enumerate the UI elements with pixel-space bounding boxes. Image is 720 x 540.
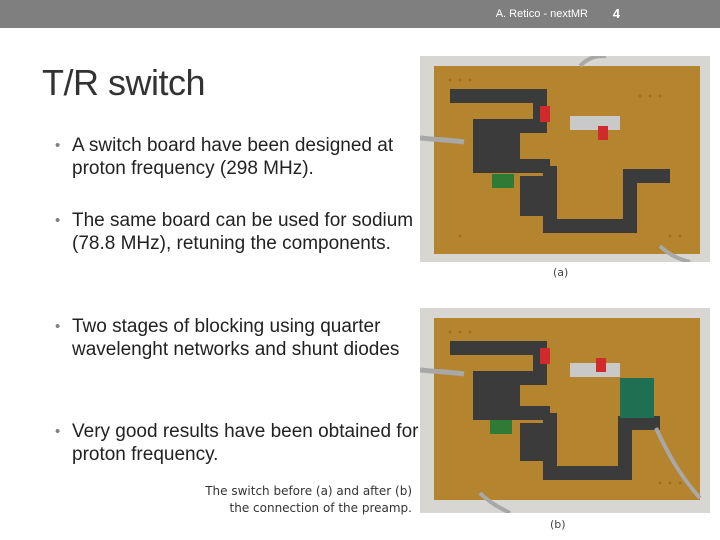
photo-switch-after bbox=[420, 308, 710, 513]
figure-caption: The switch before (a) and after (b) the … bbox=[180, 483, 412, 517]
photo-label-b: (b) bbox=[550, 518, 566, 531]
pcb-photo-icon bbox=[420, 56, 710, 262]
bullet-item: Two stages of blocking using quarter wav… bbox=[55, 315, 432, 361]
caption-line: The switch before (a) and after (b) bbox=[205, 484, 412, 498]
photo-switch-before bbox=[420, 56, 710, 262]
photo-label-a: (a) bbox=[553, 266, 569, 279]
caption-line: the connection of the preamp. bbox=[229, 501, 412, 515]
author-label: A. Retico - nextMR bbox=[495, 8, 588, 20]
bullet-item: A switch board have been designed at pro… bbox=[55, 134, 432, 180]
pcb-photo-icon bbox=[420, 308, 710, 513]
header-bar: A. Retico - nextMR 4 bbox=[0, 0, 720, 28]
slide-title: T/R switch bbox=[42, 62, 206, 103]
bullet-item: Very good results have been obtained for… bbox=[55, 420, 432, 466]
page-number: 4 bbox=[612, 6, 620, 21]
bullet-item: The same board can be used for sodium (7… bbox=[55, 209, 432, 255]
